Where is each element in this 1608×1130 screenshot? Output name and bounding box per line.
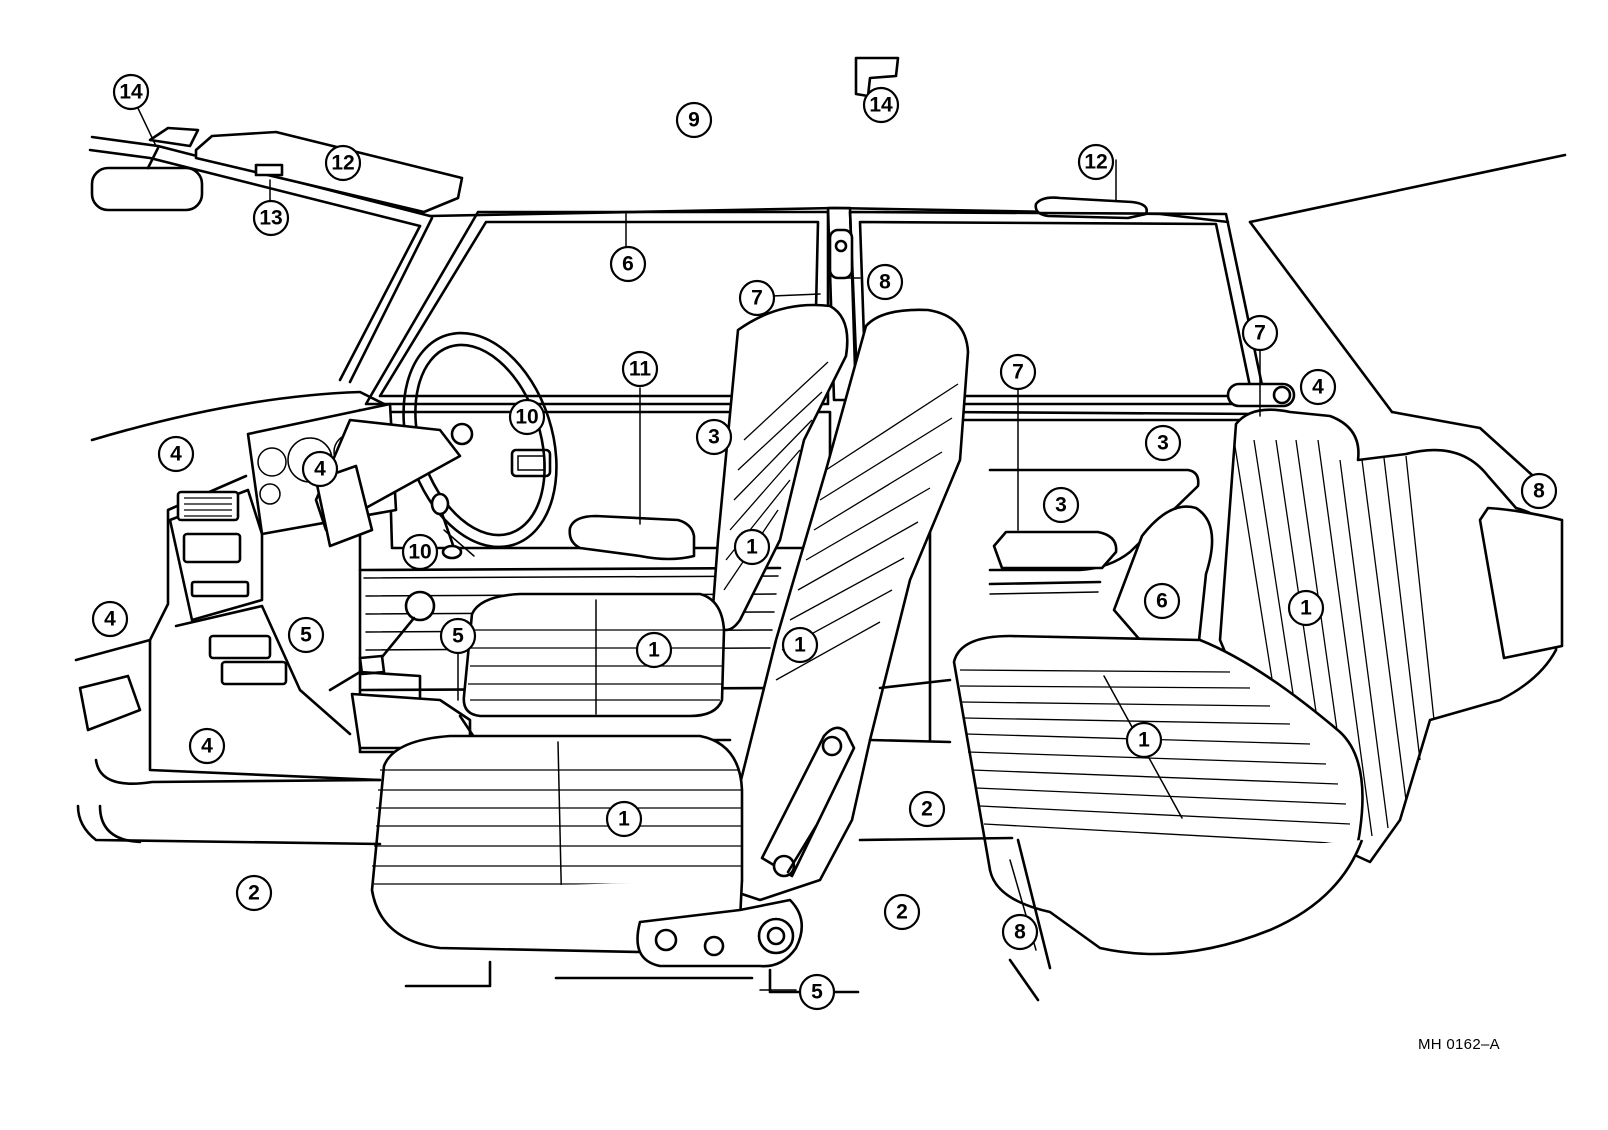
svg-text:7: 7 bbox=[751, 287, 763, 310]
callout-11: 11 bbox=[621, 350, 659, 388]
svg-text:1: 1 bbox=[746, 536, 758, 559]
callout-3-ashtray: 3 bbox=[1042, 486, 1080, 524]
callout-6-headrest: 6 bbox=[1143, 582, 1181, 620]
rear-view-mirror bbox=[90, 146, 204, 212]
figure-code: MH 0162–A bbox=[1418, 1036, 1500, 1053]
svg-text:10: 10 bbox=[515, 406, 538, 429]
callout-1-passenger-back: 1 bbox=[733, 528, 771, 566]
svg-text:2: 2 bbox=[921, 798, 933, 821]
callout-1-rear-back: 1 bbox=[1287, 589, 1325, 627]
steering-wheel bbox=[314, 331, 558, 549]
svg-text:8: 8 bbox=[1014, 921, 1026, 944]
svg-text:6: 6 bbox=[1156, 590, 1168, 613]
rear-seat bbox=[952, 408, 1564, 970]
rear-ashtray bbox=[992, 530, 1118, 570]
callout-2-right: 2 bbox=[883, 893, 921, 931]
front-door-armrest bbox=[568, 514, 696, 561]
svg-text:1: 1 bbox=[1300, 597, 1312, 620]
svg-text:11: 11 bbox=[629, 358, 652, 381]
callout-13: 13 bbox=[252, 199, 290, 237]
svg-text:9: 9 bbox=[688, 109, 700, 132]
map-light bbox=[148, 126, 200, 148]
svg-text:2: 2 bbox=[248, 882, 260, 905]
svg-text:4: 4 bbox=[170, 443, 182, 466]
callout-6-window: 6 bbox=[609, 245, 647, 283]
svg-text:8: 8 bbox=[879, 271, 891, 294]
visor-clip bbox=[254, 163, 284, 177]
svg-text:5: 5 bbox=[300, 624, 312, 647]
svg-text:12: 12 bbox=[331, 152, 354, 175]
svg-text:3: 3 bbox=[1055, 494, 1067, 517]
callout-5-floor: 5 bbox=[439, 617, 477, 655]
svg-text:8: 8 bbox=[1533, 480, 1545, 503]
recliner-lever bbox=[760, 726, 856, 878]
svg-text:1: 1 bbox=[794, 634, 806, 657]
callout-7-front: 7 bbox=[738, 279, 776, 317]
svg-text:14: 14 bbox=[869, 94, 893, 117]
callout-12-grip: 12 bbox=[1077, 143, 1115, 181]
svg-text:4: 4 bbox=[104, 608, 116, 631]
callout-1-driver-back: 1 bbox=[781, 626, 819, 664]
callout-1-driver-cushion: 1 bbox=[605, 800, 643, 838]
callout-12-visor: 12 bbox=[324, 144, 362, 182]
callout-7-quarter: 7 bbox=[1241, 314, 1279, 352]
svg-text:3: 3 bbox=[1157, 432, 1169, 455]
svg-text:4: 4 bbox=[314, 458, 326, 481]
combination-switch-lever bbox=[430, 492, 463, 560]
floor-carpet bbox=[76, 678, 1040, 1002]
callout-1-rear-cushion: 1 bbox=[1125, 721, 1163, 759]
rear-quarter-handle bbox=[1226, 382, 1296, 408]
callout-14-visor: 14 bbox=[112, 73, 150, 111]
center-console bbox=[350, 692, 472, 750]
svg-text:6: 6 bbox=[622, 253, 634, 276]
callout-14-dome: 14 bbox=[862, 86, 900, 124]
svg-text:7: 7 bbox=[1254, 322, 1266, 345]
callout-9: 9 bbox=[675, 101, 713, 139]
svg-text:4: 4 bbox=[201, 735, 213, 758]
callout-4-left: 4 bbox=[91, 600, 129, 638]
callout-3-rear: 3 bbox=[1144, 424, 1182, 462]
svg-text:13: 13 bbox=[259, 207, 282, 230]
svg-text:1: 1 bbox=[1138, 729, 1150, 752]
callout-4-dash: 4 bbox=[157, 435, 195, 473]
svg-text:1: 1 bbox=[618, 808, 630, 831]
callout-8-floor: 8 bbox=[1001, 913, 1039, 951]
svg-text:5: 5 bbox=[452, 625, 464, 648]
callout-2-center: 2 bbox=[908, 790, 946, 828]
callout-8-pillar: 8 bbox=[866, 263, 904, 301]
callout-7-rear: 7 bbox=[999, 353, 1037, 391]
svg-text:4: 4 bbox=[1312, 376, 1324, 399]
callout-5-seat-rail: 5 bbox=[798, 973, 836, 1011]
callout-2-left: 2 bbox=[235, 874, 273, 912]
callout-4-kick: 4 bbox=[188, 727, 226, 765]
svg-text:12: 12 bbox=[1084, 151, 1107, 174]
svg-text:5: 5 bbox=[811, 981, 823, 1004]
leader-lines bbox=[135, 103, 1261, 991]
callout-3-front: 3 bbox=[695, 418, 733, 456]
shift-lever bbox=[328, 590, 436, 742]
svg-text:3: 3 bbox=[708, 426, 720, 449]
callout-4-quarter: 4 bbox=[1299, 368, 1337, 406]
svg-text:7: 7 bbox=[1012, 361, 1024, 384]
svg-text:2: 2 bbox=[896, 901, 908, 924]
svg-text:14: 14 bbox=[119, 81, 143, 104]
dome-light bbox=[854, 56, 900, 98]
callout-1-passenger-cushion: 1 bbox=[635, 631, 673, 669]
assist-grip bbox=[1034, 196, 1148, 220]
callout-10-lever: 10 bbox=[401, 533, 439, 571]
svg-text:1: 1 bbox=[648, 639, 660, 662]
callout-4-cluster: 4 bbox=[301, 450, 339, 488]
front-driver-seat bbox=[370, 308, 970, 994]
callout-5-console: 5 bbox=[287, 616, 325, 654]
svg-text:10: 10 bbox=[408, 541, 431, 564]
callout-8-rear: 8 bbox=[1520, 472, 1558, 510]
callout-10-lock: 10 bbox=[508, 398, 546, 436]
